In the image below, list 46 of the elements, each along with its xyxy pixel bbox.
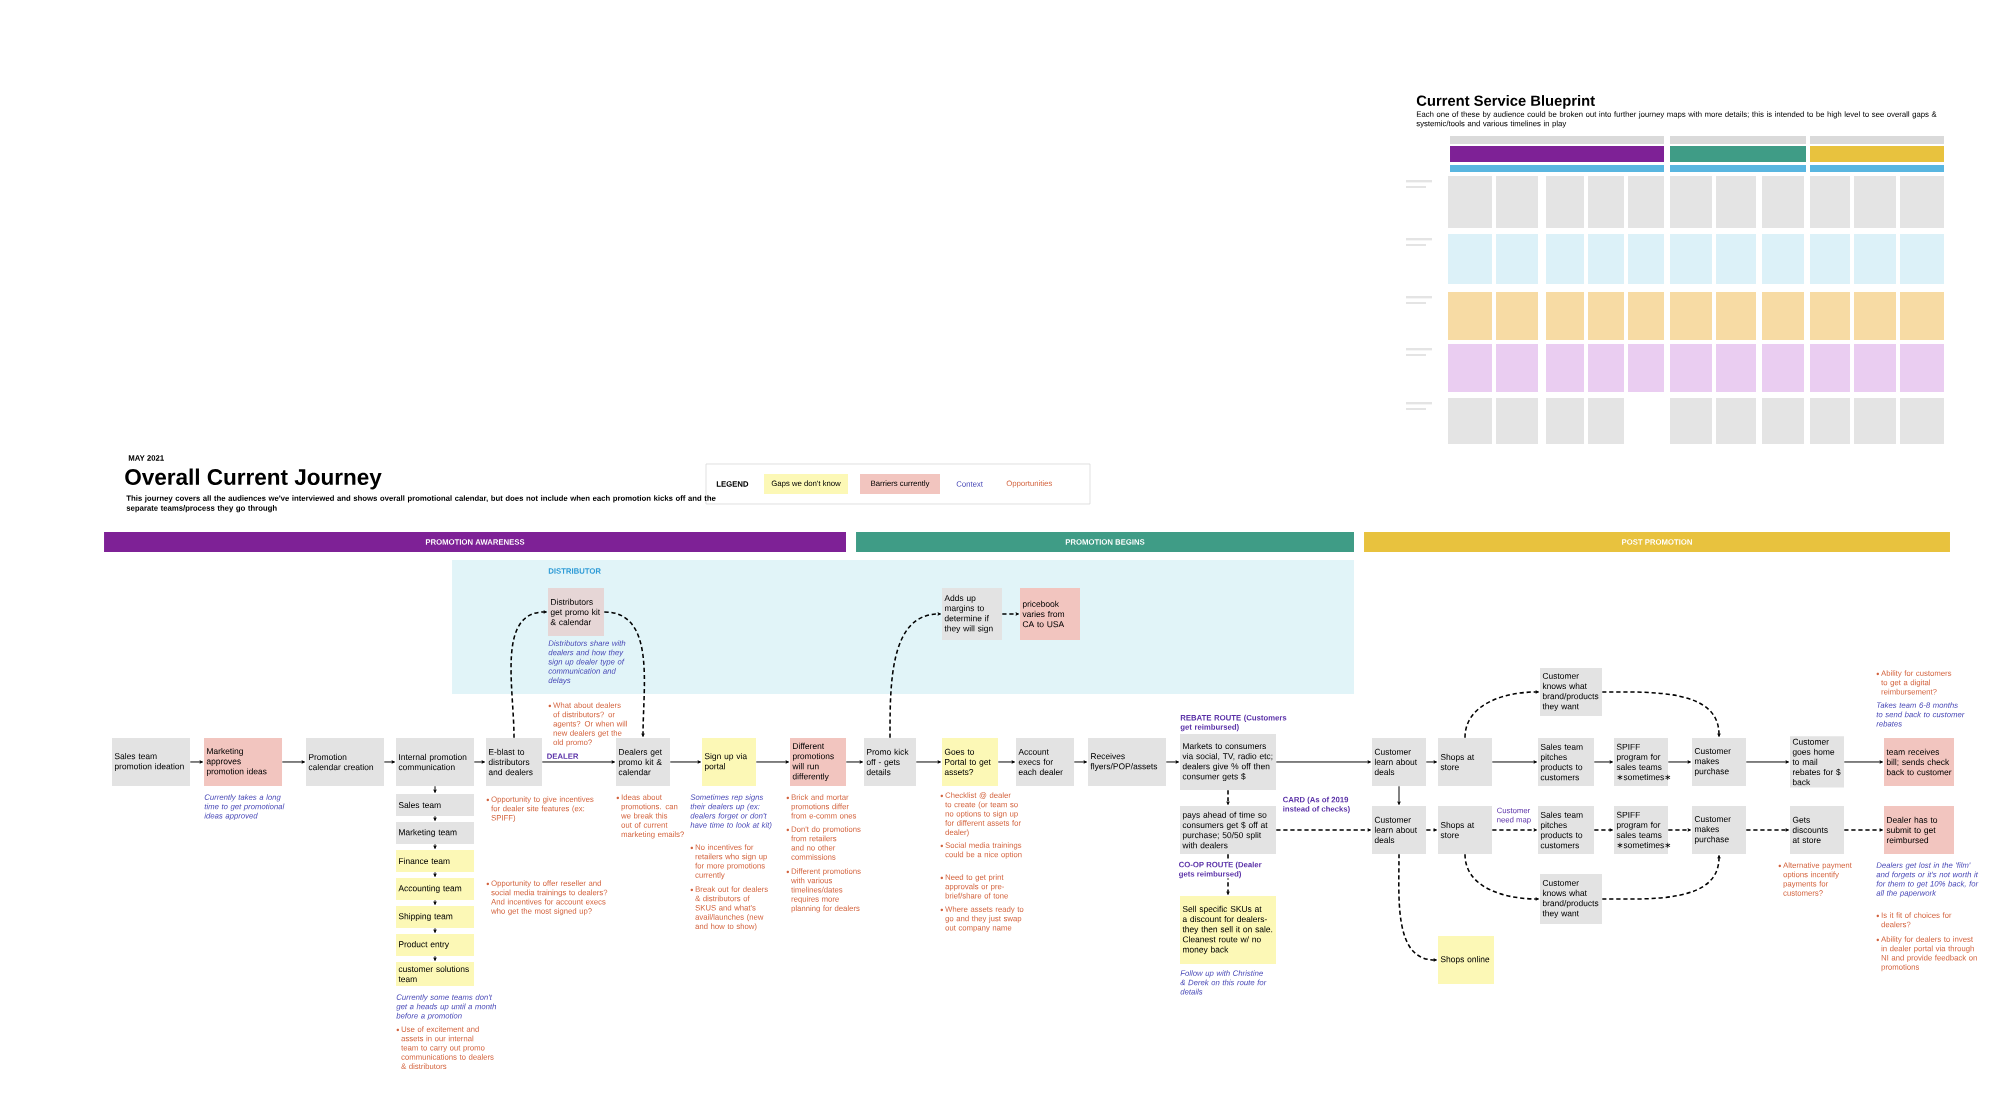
arrow	[1397, 785, 1401, 805]
arrow	[1464, 853, 1540, 901]
arrow	[1226, 853, 1230, 895]
title: Overall Current Journey	[125, 468, 382, 490]
arrow	[1398, 853, 1438, 962]
arrow	[1745, 828, 1790, 832]
arrow	[1073, 760, 1088, 764]
arrow	[915, 760, 942, 764]
arrow	[433, 785, 437, 793]
arrow	[281, 760, 306, 764]
arrow	[1275, 760, 1372, 764]
arrow	[510, 610, 548, 739]
arrow	[1275, 828, 1372, 832]
arrow	[433, 815, 437, 821]
arrow	[1425, 760, 1438, 764]
arrow	[1843, 828, 1884, 832]
arrow	[541, 760, 616, 764]
arrow	[473, 760, 486, 764]
arrow	[1001, 612, 1020, 616]
arrow	[1745, 760, 1790, 764]
arrow	[433, 927, 437, 933]
arrow	[889, 612, 942, 739]
arrow	[1491, 760, 1538, 764]
arrow	[383, 760, 396, 764]
arrow	[603, 611, 646, 737]
arrow	[1464, 690, 1540, 739]
arrow	[1601, 691, 1721, 737]
arrow	[845, 760, 864, 764]
arrow	[1593, 828, 1614, 832]
arrow	[1843, 760, 1884, 764]
arrow	[1667, 760, 1692, 764]
arrow	[669, 760, 702, 764]
arrow	[1425, 828, 1438, 832]
arrow	[433, 871, 437, 877]
arrow	[433, 955, 437, 961]
arrow	[1491, 828, 1538, 832]
arrow	[1593, 760, 1614, 764]
arrow	[755, 760, 790, 764]
arrow	[1165, 760, 1180, 764]
arrow	[997, 760, 1016, 764]
arrow	[1667, 828, 1692, 832]
arrow	[189, 760, 204, 764]
arrow	[1226, 789, 1230, 805]
arrow	[433, 843, 437, 849]
arrow	[433, 899, 437, 905]
arrow	[1601, 854, 1721, 900]
